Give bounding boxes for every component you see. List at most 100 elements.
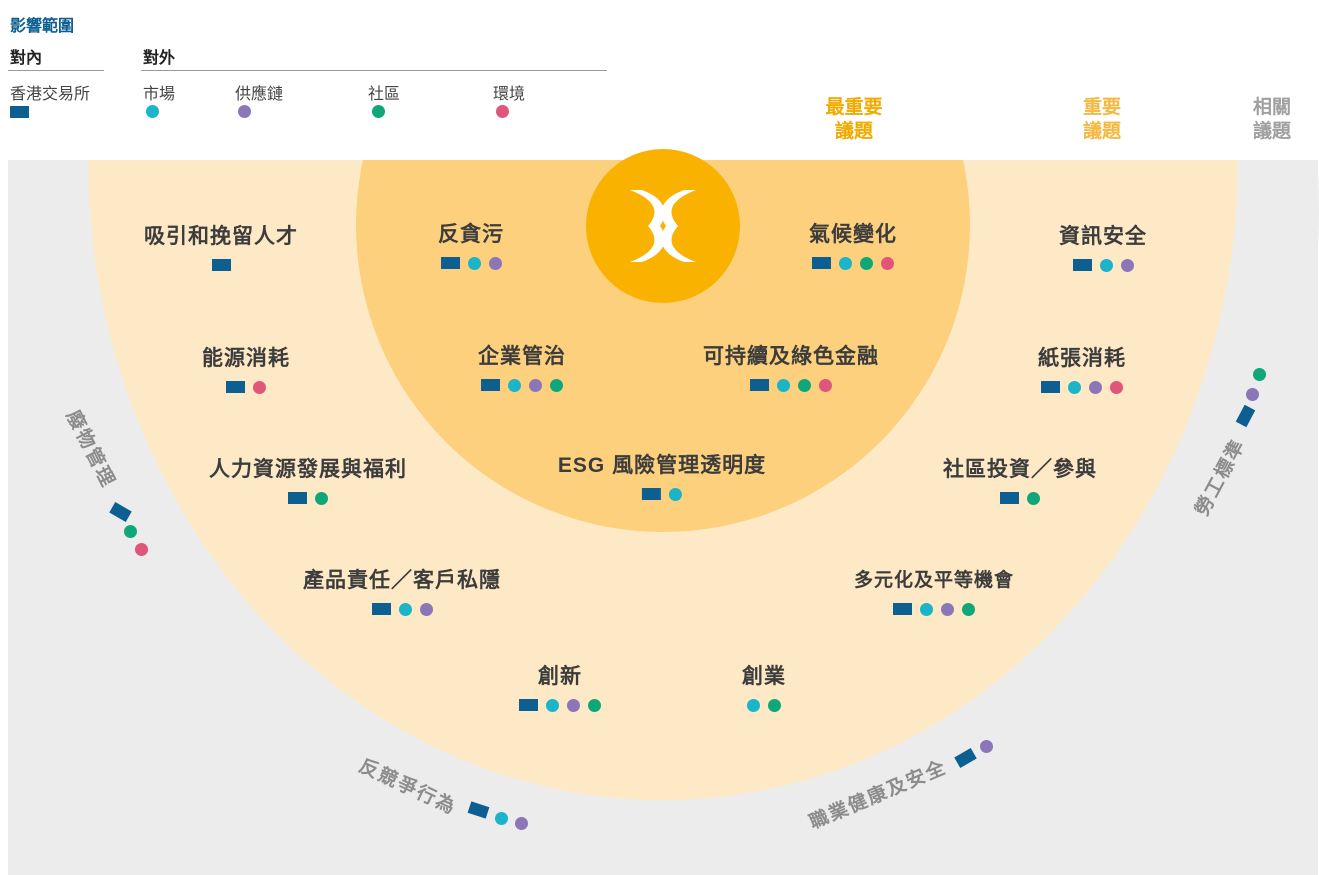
topic-community-investment: 社區投資／參與 xyxy=(943,457,1097,505)
tier-related-heading: 相關 議題 xyxy=(1252,97,1291,142)
legend-market-label: 市場 xyxy=(143,86,176,103)
topic-label: 可持續及綠色金融 xyxy=(703,345,879,368)
market-dot-icon xyxy=(1099,258,1113,272)
environment-dot-icon xyxy=(819,378,832,392)
community-dot-icon xyxy=(588,698,601,712)
supply-chain-dot-icon xyxy=(529,378,542,392)
impact-markers xyxy=(854,602,1014,616)
impact-markers xyxy=(1038,380,1126,394)
topic-label: 吸引和挽留人才 xyxy=(144,225,298,248)
anticompetitive-market-dot-icon xyxy=(495,812,508,825)
community-dot-icon xyxy=(315,491,328,505)
impact-markers xyxy=(809,256,897,270)
topic-climate-change: 氣候變化 xyxy=(809,222,897,270)
topic-label: 反貪污 xyxy=(438,223,504,246)
market-dot-icon xyxy=(669,487,682,501)
topic-label: 社區投資／參與 xyxy=(943,458,1097,481)
hkex-square-icon xyxy=(481,379,500,391)
impact-markers xyxy=(558,487,766,501)
impact-markers xyxy=(1059,258,1147,272)
hkex-square-icon xyxy=(440,257,460,269)
legend-community-dot-icon xyxy=(372,105,385,118)
impact-markers xyxy=(703,378,879,392)
environment-dot-icon xyxy=(881,256,894,270)
topic-label: 企業管治 xyxy=(478,345,566,368)
topic-label: 紙張消耗 xyxy=(1038,347,1126,370)
impact-markers xyxy=(478,378,566,392)
core-circle xyxy=(586,149,740,303)
impact-markers xyxy=(202,380,290,394)
impact-markers xyxy=(303,602,501,616)
hkex-square-icon xyxy=(892,603,912,615)
market-dot-icon xyxy=(777,378,790,392)
supply-chain-dot-icon xyxy=(1120,258,1134,272)
topic-entrepreneurship: 創業 xyxy=(742,664,786,712)
topic-corporate-governance: 企業管治 xyxy=(478,344,566,392)
hkex-square-icon xyxy=(642,488,661,500)
topic-hr-development-welfare: 人力資源發展與福利 xyxy=(209,457,407,505)
legend-environment-dot-icon xyxy=(496,105,509,118)
impact-markers xyxy=(943,491,1097,505)
hkex-square-icon xyxy=(1072,259,1092,271)
waste-environment-dot-icon xyxy=(135,543,148,556)
market-dot-icon xyxy=(546,698,559,712)
market-dot-icon xyxy=(1068,380,1081,394)
labour-supply-chain-dot-icon xyxy=(1246,388,1259,401)
ohs-supply-chain-dot-icon xyxy=(980,740,993,753)
legend-supply-chain-label: 供應鏈 xyxy=(235,86,284,103)
hkex-square-icon xyxy=(211,259,231,271)
legend-community-label: 社區 xyxy=(368,86,401,103)
hkex-square-icon xyxy=(519,699,538,711)
legend-internal-rule xyxy=(8,70,104,71)
community-dot-icon xyxy=(768,698,781,712)
tier-most-important-heading: 最重要 議題 xyxy=(825,97,883,142)
hkex-square-icon xyxy=(288,492,307,504)
legend-internal-heading: 對內 xyxy=(10,50,43,67)
topic-energy-consumption: 能源消耗 xyxy=(202,346,290,394)
community-dot-icon xyxy=(550,378,563,392)
topic-innovation: 創新 xyxy=(519,664,601,712)
community-dot-icon xyxy=(860,256,873,270)
market-dot-icon xyxy=(467,256,481,270)
topic-label: 資訊安全 xyxy=(1059,225,1147,248)
community-dot-icon xyxy=(961,602,975,616)
supply-chain-dot-icon xyxy=(419,602,433,616)
page-mask-left xyxy=(0,0,8,875)
market-dot-icon xyxy=(747,698,760,712)
impact-markers xyxy=(144,258,298,272)
legend-external-rule xyxy=(141,70,607,71)
supply-chain-dot-icon xyxy=(1089,380,1102,394)
topic-product-responsibility-privacy: 產品責任／客戶私隱 xyxy=(303,568,501,616)
topic-talent-attraction: 吸引和挽留人才 xyxy=(144,224,298,272)
topic-diversity-equal-opportunity: 多元化及平等機會 xyxy=(854,568,1014,616)
topic-information-security: 資訊安全 xyxy=(1059,224,1147,272)
topic-label: 氣候變化 xyxy=(809,223,897,246)
supply-chain-dot-icon xyxy=(940,602,954,616)
topic-esg-risk-transparency: ESG 風險管理透明度 xyxy=(558,453,766,501)
impact-markers xyxy=(438,256,504,270)
tier-important-heading: 重要 議題 xyxy=(1082,97,1121,142)
hkex-square-icon xyxy=(812,257,831,269)
legend-market-dot-icon xyxy=(146,105,159,118)
labour-community-dot-icon xyxy=(1253,368,1266,381)
topic-label: 人力資源發展與福利 xyxy=(209,458,407,481)
community-dot-icon xyxy=(1027,491,1040,505)
anticompetitive-supply-chain-dot-icon xyxy=(515,817,528,830)
topic-label: 創業 xyxy=(742,665,786,688)
waste-community-dot-icon xyxy=(124,525,137,538)
legend-environment-label: 環境 xyxy=(493,86,526,103)
topic-sustainable-green-finance: 可持續及綠色金融 xyxy=(703,344,879,392)
hkex-square-icon xyxy=(371,603,391,615)
hkex-square-icon xyxy=(226,381,245,393)
legend-title: 影響範圍 xyxy=(10,18,75,35)
impact-markers xyxy=(742,698,786,712)
hkex-square-icon xyxy=(1041,381,1060,393)
top-mask-2 xyxy=(0,0,1319,160)
market-dot-icon xyxy=(919,602,933,616)
topic-label: 多元化及平等機會 xyxy=(853,570,1015,591)
legend-external-heading: 對外 xyxy=(143,50,176,67)
community-dot-icon xyxy=(798,378,811,392)
legend-supply-chain-dot-icon xyxy=(238,105,251,118)
market-dot-icon xyxy=(839,256,852,270)
